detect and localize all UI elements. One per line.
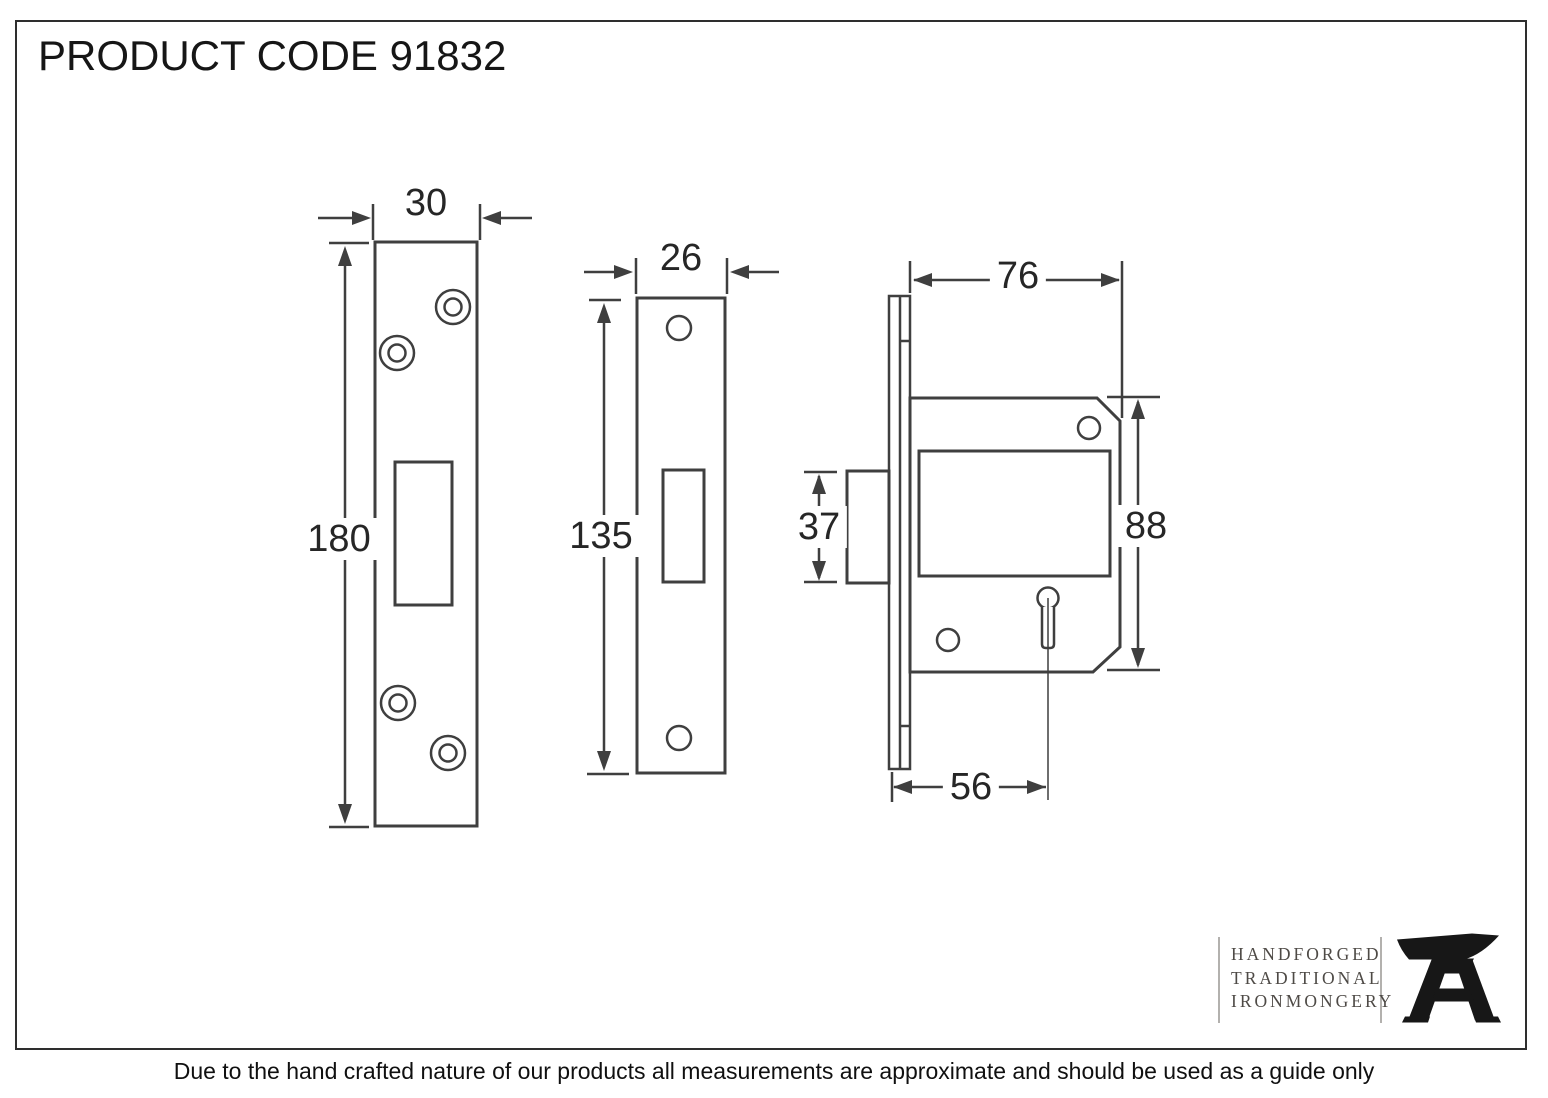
logo-divider-left	[1218, 937, 1220, 1023]
product-code-title: PRODUCT CODE 91832	[38, 32, 507, 79]
brand-logo-text: HANDFORGED TRADITIONAL IRONMONGERY	[1231, 943, 1394, 1014]
lock-case-view	[804, 261, 1160, 802]
faceplate-screw-holes	[665, 314, 693, 752]
lock-body-hole-top	[1076, 415, 1102, 441]
faceplate-width-label: 26	[652, 237, 710, 279]
logo-divider-right	[1380, 937, 1382, 1023]
logo-line-2: TRADITIONAL	[1231, 967, 1383, 988]
anvil-icon	[1397, 933, 1501, 1023]
lock-bolt	[845, 469, 891, 585]
lock-depth-label: 76	[989, 255, 1047, 297]
strike-plate-outline	[373, 240, 479, 828]
strike-plate-width-label: 30	[397, 182, 455, 224]
measurement-disclaimer: Due to the hand crafted nature of our pr…	[173, 1058, 1375, 1084]
strike-plate-screw-holes	[378, 288, 472, 772]
logo-line-1: HANDFORGED	[1231, 944, 1382, 964]
backset-label: 56	[942, 766, 1000, 808]
faceplate-cutout	[661, 468, 706, 584]
bolt-height-label: 37	[790, 506, 848, 548]
strike-plate-view	[318, 204, 532, 829]
faceplate-width-dimension	[584, 258, 779, 294]
lock-height-label: 88	[1117, 505, 1175, 547]
drawing-border	[15, 20, 1527, 1050]
lock-body-cutout	[917, 449, 1112, 578]
lock-body-outline	[908, 396, 1122, 674]
strike-plate-cutout	[393, 460, 454, 607]
strike-plate-height-label: 180	[300, 518, 378, 560]
logo-line-3: IRONMONGERY	[1231, 991, 1395, 1011]
faceplate-height-label: 135	[562, 515, 640, 557]
keyhole	[1036, 586, 1060, 800]
faceplate-outline	[635, 296, 727, 775]
brand-logo: HANDFORGED TRADITIONAL IRONMONGERY	[1218, 930, 1508, 1030]
lock-body-hole-bottom	[935, 627, 961, 653]
strike-plate-width-dimension	[318, 204, 532, 240]
